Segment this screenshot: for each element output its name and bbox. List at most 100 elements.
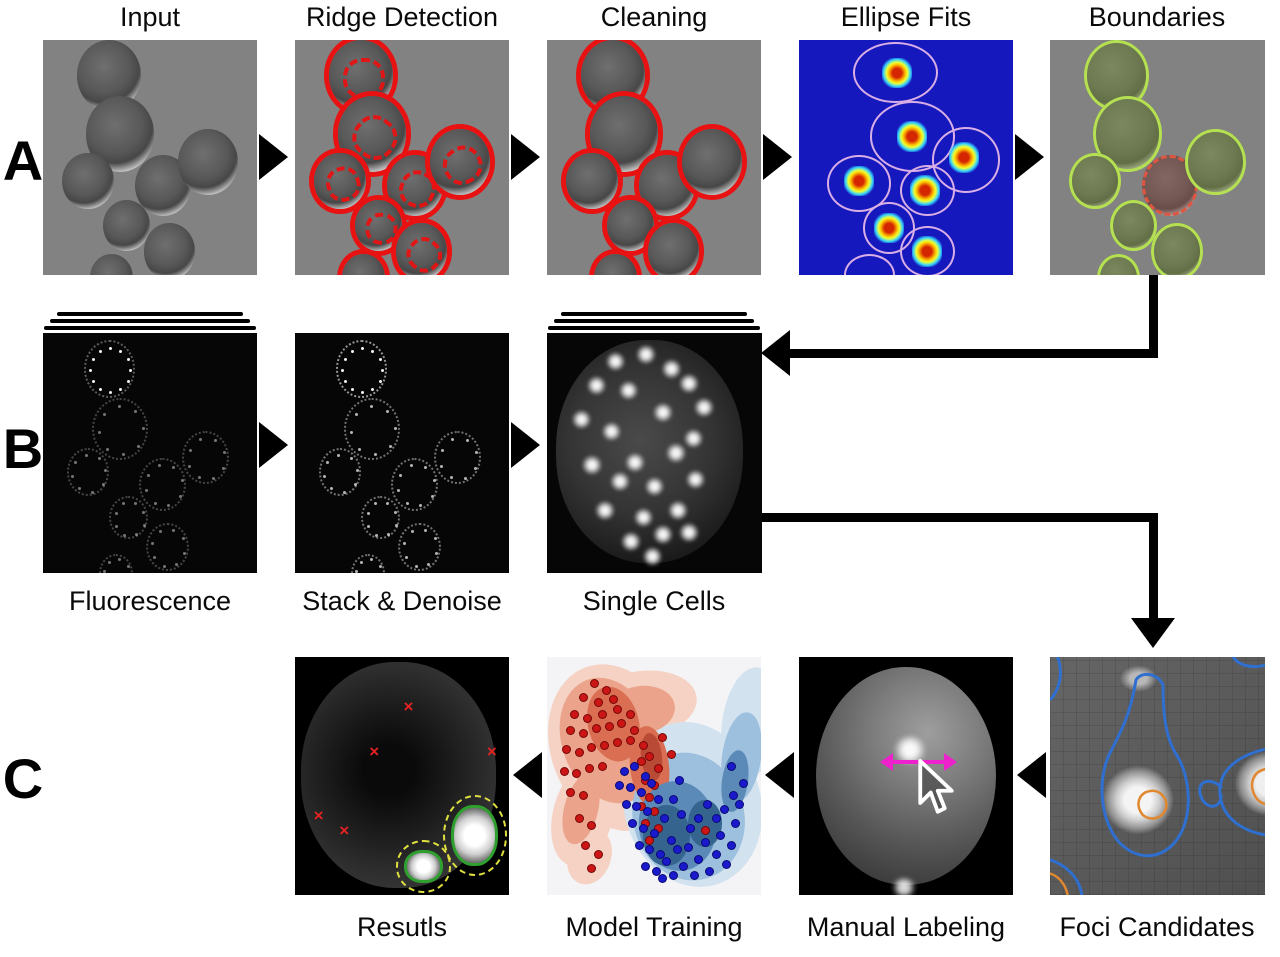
cell: [395, 223, 449, 275]
scatter-dot-blue: [728, 790, 738, 800]
focus-detected: [451, 804, 499, 867]
fluorescent-speckle: [97, 456, 101, 460]
cell: [90, 253, 133, 275]
scatter-dot-red: [566, 726, 576, 736]
scatter-dot-red: [658, 733, 668, 743]
fluorescent-speckle: [386, 533, 390, 537]
cell-overlay-green: [1110, 199, 1158, 252]
cell: [102, 199, 150, 252]
fluorescent-cell-ring: [145, 522, 189, 571]
flow-arrow-left-icon: [513, 752, 542, 798]
cell: [606, 199, 654, 252]
fluorescent-focus-spot: [694, 397, 714, 417]
bright-focus: [893, 735, 928, 765]
fluorescent-speckle: [375, 533, 379, 537]
rejected-mark-x: ×: [313, 806, 324, 826]
fluorescent-speckle: [123, 533, 127, 537]
fluorescent-speckle: [440, 464, 444, 468]
cell-overlay-green: [1069, 152, 1121, 210]
fluorescent-speckle: [358, 447, 362, 451]
fluorescent-speckle: [99, 349, 103, 353]
fluorescent-focus-spot: [610, 472, 630, 492]
scatter-dot-red: [587, 821, 597, 831]
fluorescent-speckle: [142, 510, 146, 514]
fluorescent-speckle: [370, 404, 374, 408]
scatter-dot-blue: [658, 873, 668, 883]
scatter-dot-red: [598, 709, 608, 719]
fitted-ellipse: [863, 202, 915, 254]
scatter-dot-blue: [615, 781, 625, 791]
candidate-contour-blue: [1198, 779, 1223, 808]
fluorescent-speckle: [222, 466, 226, 470]
scatter-dot-blue: [666, 835, 676, 845]
scatter-dot-blue: [694, 814, 704, 824]
cell-overlay-green: [1185, 129, 1246, 196]
fluorescent-speckle: [178, 494, 182, 498]
scatter-dot-red: [600, 740, 610, 750]
fluorescent-speckle: [451, 438, 455, 442]
candidate-contour-blue: [1100, 672, 1190, 858]
stack-line: [57, 312, 243, 316]
fluorescent-focus-spot: [621, 532, 641, 552]
fluorescent-speckle: [441, 448, 445, 452]
bright-focus: [891, 878, 917, 895]
fluorescent-focus-spot: [606, 352, 626, 372]
ridge-squiggle: [343, 58, 385, 99]
fluorescent-focus-spot: [653, 525, 673, 545]
fluorescent-speckle: [106, 447, 110, 451]
rejected-mark-x: ×: [369, 742, 380, 762]
fluorescent-speckle: [419, 504, 423, 508]
scatter-dot-blue: [711, 850, 721, 860]
fluorescent-speckle: [104, 469, 108, 473]
cell: [429, 129, 490, 196]
scatter-dot-red: [574, 747, 584, 757]
scatter-dot-red: [574, 814, 584, 824]
fluorescent-speckle: [114, 524, 118, 528]
fluorescent-speckle: [152, 555, 156, 559]
scatter-dot-red: [630, 726, 640, 736]
scatter-dot-blue: [685, 823, 695, 833]
fluorescent-speckle: [371, 349, 375, 353]
scatter-dot-blue: [730, 819, 740, 829]
scatter-dot-blue: [640, 861, 650, 871]
scatter-dot-blue: [679, 861, 689, 871]
fluorescent-speckle: [118, 404, 122, 408]
fluorescent-speckle: [361, 391, 365, 395]
measure-arrowhead-left-icon: [880, 752, 894, 771]
fluorescent-speckle: [410, 530, 414, 534]
scatter-dot-red: [559, 766, 569, 776]
ridge-squiggle: [399, 230, 449, 275]
fluorescent-speckle: [326, 461, 330, 465]
candidate-contour-blue: [1231, 657, 1265, 669]
cell: [647, 223, 699, 275]
fluorescent-speckle: [350, 431, 354, 435]
scatter-dot-blue: [651, 866, 661, 876]
fluorescent-speckle: [211, 477, 215, 481]
scatter-dot-blue: [660, 814, 670, 824]
cell: [1069, 152, 1121, 210]
scatter-dot-blue: [649, 828, 659, 838]
fluorescent-speckle: [403, 541, 407, 545]
candidate-contour-blue: [1218, 747, 1265, 837]
fluorescent-speckle: [133, 502, 137, 506]
scatter-dot-blue: [632, 802, 642, 812]
fluorescent-speckle: [373, 453, 377, 457]
contour-overlay: [1050, 657, 1265, 895]
fluorescent-speckle: [129, 369, 133, 372]
fluorescent-speckle: [183, 551, 187, 555]
connector-boundaries-to-singlecells: [788, 349, 1158, 358]
fluorescent-speckle: [360, 560, 364, 564]
fluorescent-speckle: [342, 490, 346, 494]
fluorescent-speckle: [393, 426, 397, 430]
scatter-dot-blue: [722, 859, 732, 869]
fluorescent-speckle: [136, 444, 140, 448]
scatter-dot-red: [645, 792, 655, 802]
fluorescent-speckle: [119, 349, 123, 353]
scatter-dot-red: [566, 788, 576, 798]
scatter-dot-red: [608, 695, 618, 705]
fluorescent-cell-ring: [434, 431, 482, 485]
fluorescent-speckle: [337, 453, 341, 457]
fluorescent-speckle: [397, 489, 401, 493]
candidate-contour-blue: [1050, 858, 1084, 895]
cell: [681, 129, 742, 196]
